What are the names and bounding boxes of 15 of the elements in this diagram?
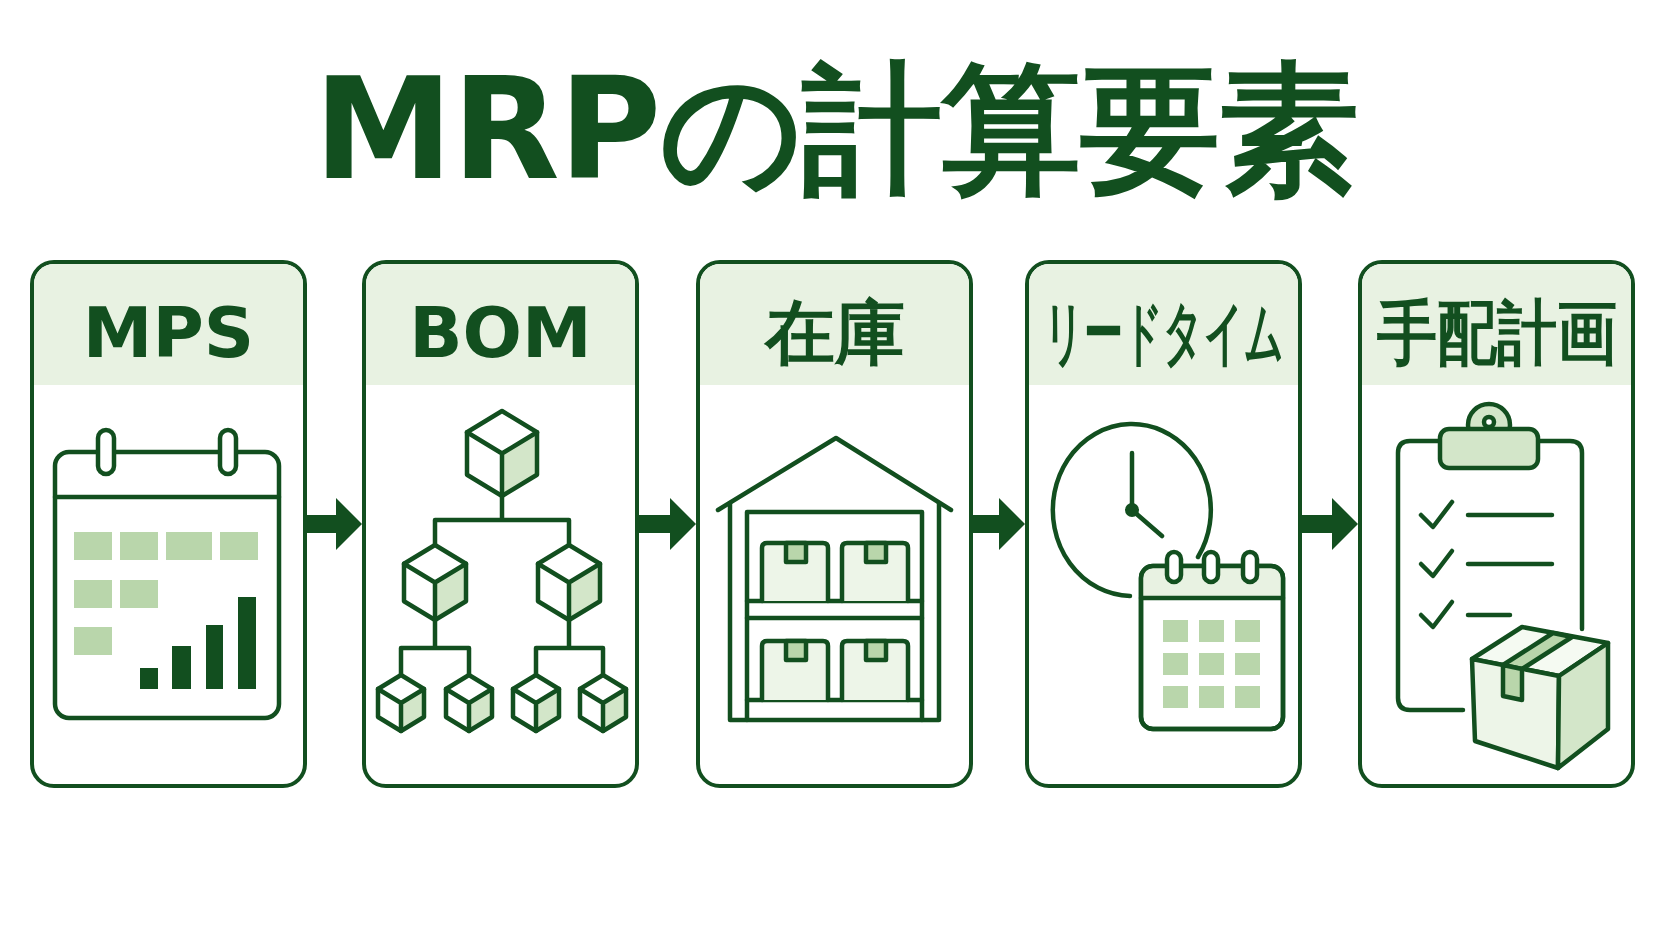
step-card: [362, 260, 639, 788]
step-title: MPS: [82, 298, 255, 368]
step-title: 手配計画: [1376, 298, 1617, 368]
step-title: リードタイム: [1043, 298, 1284, 368]
step-card: [1358, 260, 1635, 788]
step-title: BOM: [409, 298, 592, 368]
arrow: [307, 498, 362, 550]
title: MRPの計算要素: [313, 60, 1359, 200]
step-card: [1025, 260, 1302, 788]
arrow: [639, 498, 696, 550]
arrow: [1302, 498, 1358, 550]
arrow: [973, 498, 1025, 550]
step-card: [696, 260, 973, 788]
step-card: [30, 260, 307, 788]
step-title: 在庫: [764, 298, 905, 368]
